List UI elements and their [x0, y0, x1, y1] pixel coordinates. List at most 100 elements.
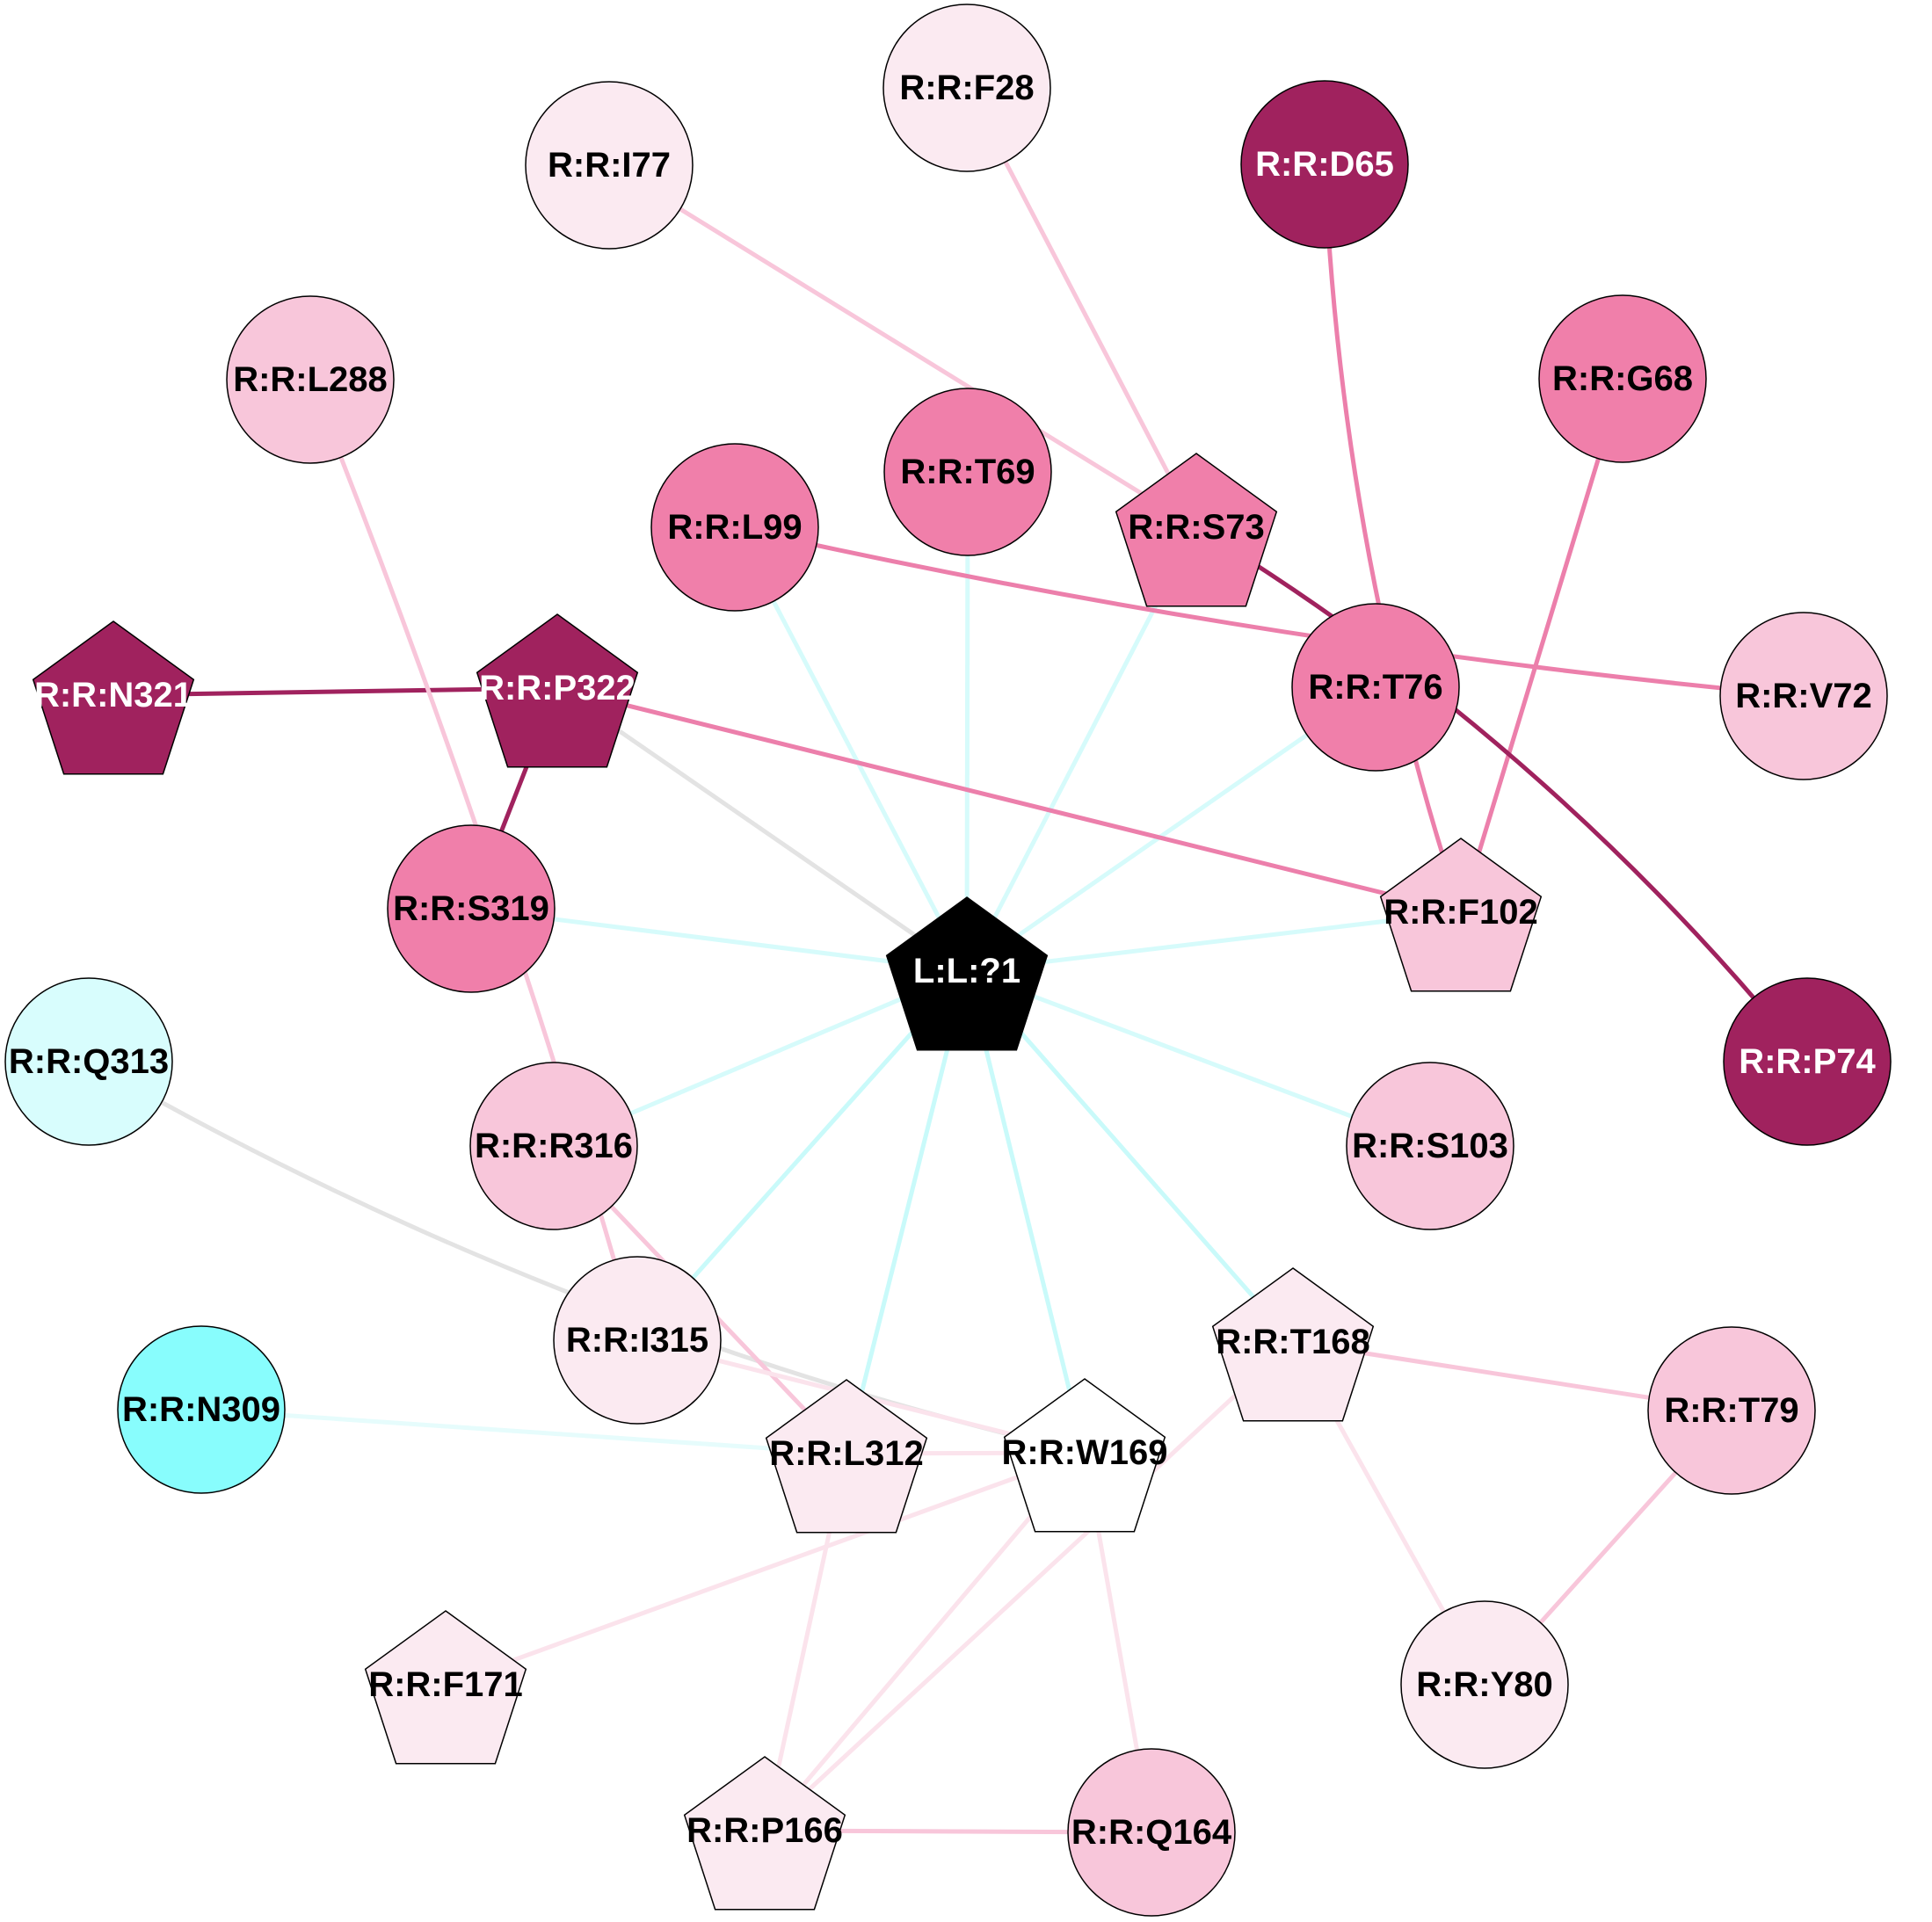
- node-r-r-p322[interactable]: R:R:P322: [476, 613, 639, 768]
- circle-node-shape: [226, 295, 395, 464]
- edge-l-l-1-to-r-r-f102: [966, 910, 1462, 974]
- node-label: R:R:L312: [769, 1434, 924, 1473]
- circle-node-shape: [525, 81, 694, 250]
- node-r-r-t76[interactable]: R:R:T76: [1291, 603, 1460, 772]
- pentagon-node-shape: [683, 1756, 846, 1911]
- circle-node-shape: [1240, 80, 1409, 249]
- edge-r-r-d65-to-r-r-f102: [1322, 163, 1464, 913]
- pentagon-node-shape: [32, 620, 195, 775]
- edge-r-r-i77-to-r-r-s73: [607, 163, 1198, 530]
- circle-node-shape: [1291, 603, 1460, 772]
- node-r-r-r316[interactable]: R:R:R316: [469, 1062, 638, 1230]
- node-label: R:R:R316: [475, 1127, 633, 1165]
- node-r-r-p74[interactable]: R:R:P74: [1723, 977, 1892, 1146]
- node-r-r-s73[interactable]: R:R:S73: [1115, 453, 1278, 607]
- circle-node-shape: [387, 824, 556, 993]
- node-label: R:R:T69: [900, 453, 1035, 491]
- node-r-r-s103[interactable]: R:R:S103: [1346, 1062, 1514, 1230]
- node-r-r-g68[interactable]: R:R:G68: [1538, 294, 1707, 463]
- edge-l-l-1-to-r-r-w169: [964, 970, 1087, 1454]
- node-r-r-t168[interactable]: R:R:T168: [1211, 1267, 1375, 1422]
- node-r-r-l288[interactable]: R:R:L288: [226, 295, 395, 464]
- circle-node-shape: [882, 4, 1051, 172]
- circle-node-shape: [553, 1256, 722, 1425]
- node-label: R:R:F102: [1384, 893, 1538, 932]
- node-label: R:R:N309: [122, 1390, 280, 1429]
- edge-l-l-1-to-r-r-p322: [556, 685, 969, 974]
- circle-node-shape: [650, 443, 819, 612]
- node-r-r-p166[interactable]: R:R:P166: [683, 1756, 846, 1911]
- circle-node-shape: [1719, 612, 1888, 780]
- node-label: R:R:I77: [548, 146, 671, 185]
- node-r-r-f28[interactable]: R:R:F28: [882, 4, 1051, 172]
- node-r-r-l312[interactable]: R:R:L312: [765, 1379, 928, 1534]
- node-r-r-i77[interactable]: R:R:I77: [525, 81, 694, 250]
- node-r-r-i315[interactable]: R:R:I315: [553, 1256, 722, 1425]
- circle-node-shape: [1067, 1748, 1236, 1917]
- pentagon-node-shape: [885, 896, 1049, 1051]
- circle-node-shape: [4, 977, 173, 1146]
- node-r-r-t69[interactable]: R:R:T69: [883, 388, 1052, 556]
- node-r-r-w169[interactable]: R:R:W169: [1002, 1378, 1168, 1533]
- node-label: R:R:L99: [667, 508, 802, 547]
- node-label: R:R:P166: [686, 1811, 843, 1850]
- pentagon-node-shape: [1211, 1267, 1375, 1422]
- node-r-r-y80[interactable]: R:R:Y80: [1400, 1600, 1569, 1769]
- circle-node-shape: [117, 1325, 286, 1494]
- node-label: R:R:P74: [1739, 1042, 1876, 1081]
- circle-node-shape: [883, 388, 1052, 556]
- node-r-r-q313[interactable]: R:R:Q313: [4, 977, 173, 1146]
- circle-node-shape: [1346, 1062, 1514, 1230]
- circle-node-shape: [469, 1062, 638, 1230]
- node-label: R:R:D65: [1255, 145, 1394, 184]
- node-label: R:R:L288: [233, 360, 388, 399]
- pentagon-node-shape: [765, 1379, 928, 1534]
- node-r-r-t79[interactable]: R:R:T79: [1647, 1326, 1816, 1495]
- edge-l-l-1-to-r-r-l312: [844, 970, 970, 1454]
- circle-node-shape: [1538, 294, 1707, 463]
- edge-r-r-t168-to-r-r-p166: [763, 1340, 1295, 1832]
- circle-node-shape: [1647, 1326, 1816, 1495]
- node-r-r-v72[interactable]: R:R:V72: [1719, 612, 1888, 780]
- edge-r-r-p322-to-r-r-f102: [556, 685, 1462, 915]
- node-r-r-q164[interactable]: R:R:Q164: [1067, 1748, 1236, 1917]
- node-r-r-f102[interactable]: R:R:F102: [1379, 838, 1543, 992]
- node-label: R:R:Y80: [1416, 1665, 1553, 1704]
- pentagon-node-shape: [1379, 838, 1543, 992]
- node-r-r-f171[interactable]: R:R:F171: [364, 1610, 527, 1765]
- edge-r-r-n309-to-r-r-l312: [200, 1407, 847, 1456]
- node-r-r-n321[interactable]: R:R:N321: [32, 620, 195, 775]
- node-r-r-n309[interactable]: R:R:N309: [117, 1325, 286, 1494]
- node-label: R:R:W169: [1002, 1433, 1168, 1472]
- node-label: R:R:F171: [368, 1665, 523, 1704]
- pentagon-node-shape: [1003, 1378, 1166, 1533]
- pentagon-node-shape: [1115, 453, 1278, 607]
- edge-r-r-w169-to-r-r-f171: [445, 1450, 1086, 1687]
- node-label: R:R:T79: [1664, 1391, 1798, 1430]
- node-label: R:R:F28: [899, 69, 1034, 107]
- node-label: R:R:I315: [566, 1321, 708, 1360]
- node-label: R:R:S103: [1352, 1127, 1508, 1165]
- node-label: R:R:S319: [393, 889, 549, 928]
- node-label: R:R:Q313: [9, 1042, 169, 1081]
- node-label: R:R:N321: [34, 676, 192, 714]
- node-r-r-d65[interactable]: R:R:D65: [1240, 80, 1409, 249]
- edge-r-r-g68-to-r-r-f102: [1458, 378, 1625, 913]
- node-label: R:R:T168: [1216, 1323, 1370, 1361]
- node-label: L:L:?1: [913, 952, 1020, 990]
- circle-node-shape: [1723, 977, 1892, 1146]
- edge-r-r-s73-to-r-r-p74: [1195, 525, 1809, 1063]
- node-label: R:R:T76: [1308, 668, 1442, 707]
- node-label: R:R:G68: [1552, 359, 1693, 398]
- pentagon-node-shape: [476, 613, 639, 768]
- node-label: R:R:S73: [1128, 508, 1265, 547]
- node-label: R:R:V72: [1735, 677, 1872, 715]
- node-l-l-1[interactable]: L:L:?1: [885, 896, 1049, 1051]
- node-label: R:R:Q164: [1071, 1813, 1232, 1852]
- node-r-r-l99[interactable]: R:R:L99: [650, 443, 819, 612]
- circle-node-shape: [1400, 1600, 1569, 1769]
- node-r-r-s319[interactable]: R:R:S319: [387, 824, 556, 993]
- edge-r-r-l99-to-r-r-v72: [734, 525, 1805, 699]
